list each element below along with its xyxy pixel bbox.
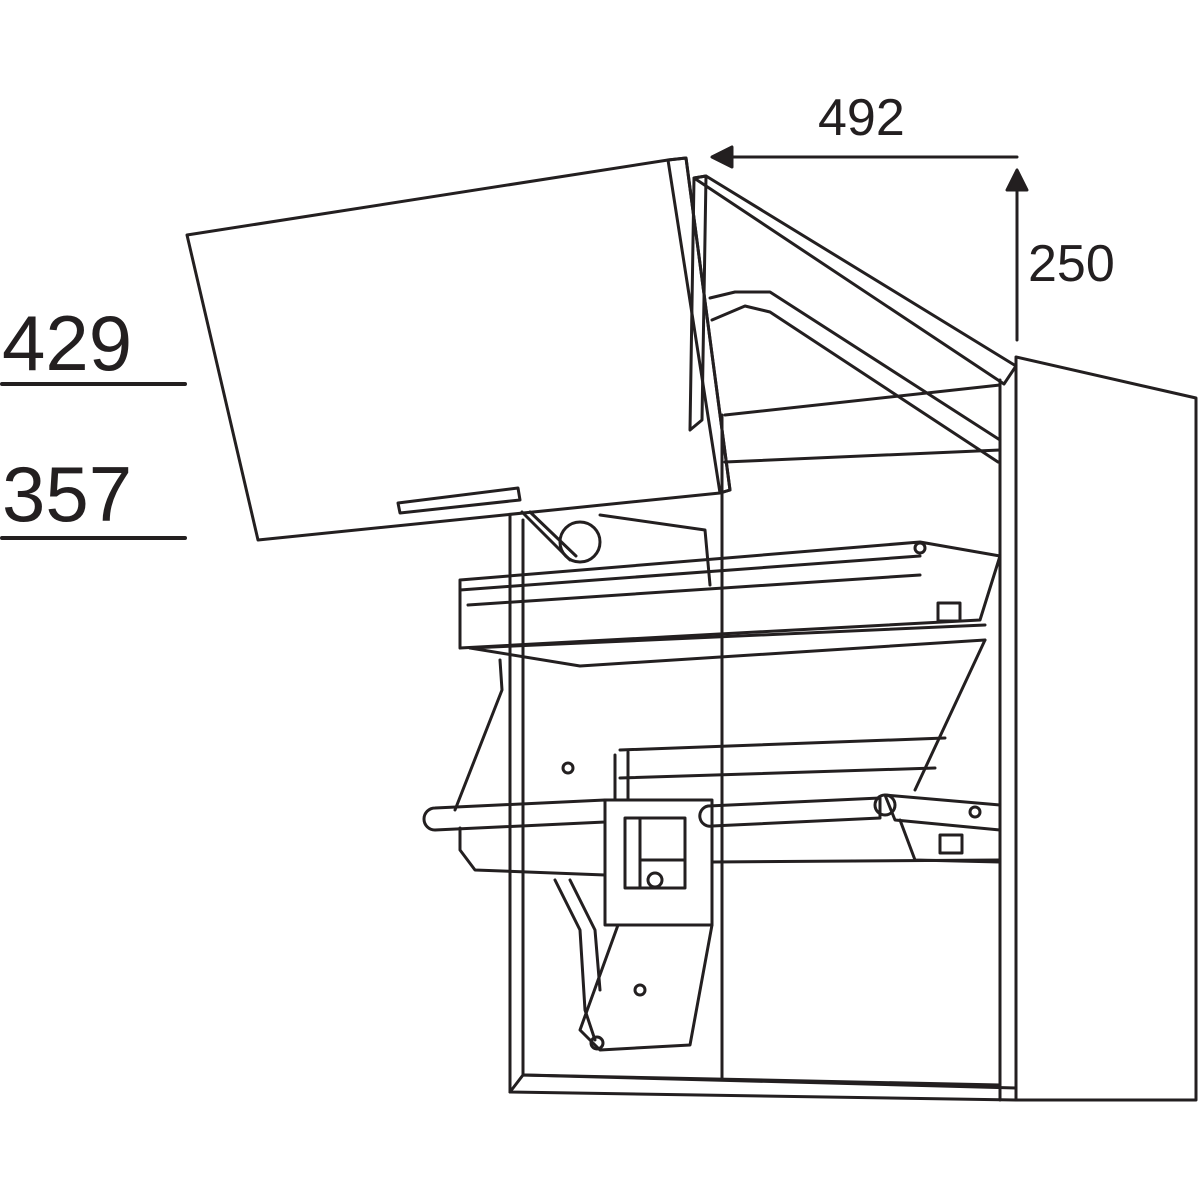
upper-shelf-tray [458, 540, 1002, 668]
dimension-357-label: 357 [2, 450, 133, 538]
lower-rail [422, 793, 1002, 877]
cabinet-body [508, 355, 1198, 1102]
dimension-492-label: 492 [818, 89, 905, 147]
lift-bracket [453, 638, 987, 812]
hinge-mechanism [520, 510, 712, 587]
dimension-lines [0, 145, 1029, 540]
upper-flap [185, 156, 1018, 542]
dimension-429-label: 429 [2, 299, 133, 387]
center-lift-block [553, 798, 714, 1052]
dimension-250-label: 250 [1028, 235, 1115, 293]
